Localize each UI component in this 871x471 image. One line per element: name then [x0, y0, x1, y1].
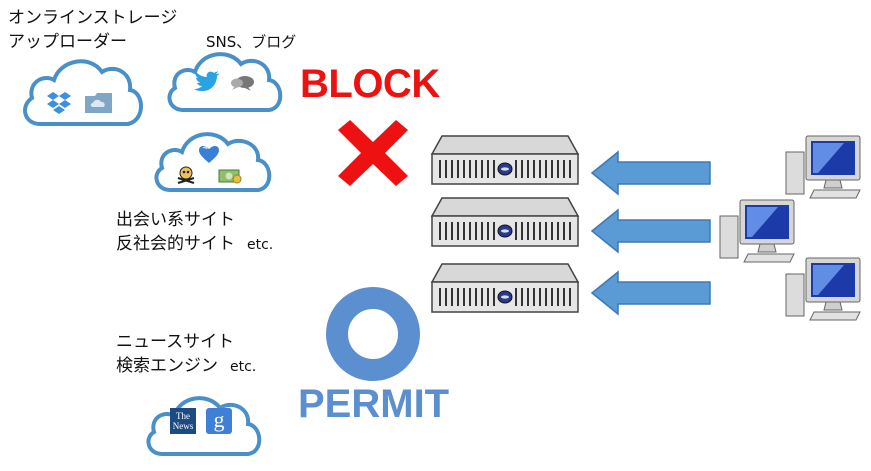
- news-label-line1: ニュースサイト: [116, 332, 235, 352]
- permit-label: PERMIT: [298, 382, 449, 427]
- dating-etc: etc.: [247, 237, 274, 253]
- permit-circle-icon: [326, 286, 420, 382]
- heart-icon: [198, 144, 220, 164]
- permit-label-text: PERMIT: [298, 382, 450, 426]
- news-logo-line2: News: [172, 421, 194, 431]
- block-cross-icon: [334, 120, 412, 186]
- cloud-folder-icon: [84, 92, 114, 114]
- computer-3: [784, 256, 864, 324]
- storage-label-line1: オンラインストレージ: [8, 8, 178, 28]
- money-icon: [218, 168, 242, 184]
- news-logo-icon: The News: [170, 408, 196, 434]
- block-label-text: BLOCK: [300, 62, 440, 106]
- news-label-line2: 検索エンジン: [116, 356, 218, 376]
- news-etc: etc.: [230, 359, 257, 375]
- dating-label: 出会い系サイト 反社会的サイト etc.: [116, 208, 273, 257]
- dating-label-line2: 反社会的サイト: [116, 234, 235, 254]
- chat-bubbles-icon: [229, 74, 255, 92]
- arrow-left-3: [590, 270, 712, 316]
- cloud-sns: [163, 44, 287, 116]
- computer-1: [784, 134, 864, 202]
- dropbox-icon: [46, 90, 72, 114]
- cloud-news: The News g: [142, 388, 266, 460]
- cloud-dating: [150, 124, 276, 196]
- server-2: [430, 196, 580, 248]
- server-3: [430, 262, 580, 314]
- sns-label: SNS、ブログ: [206, 30, 296, 54]
- block-label: BLOCK: [300, 62, 440, 107]
- computer-2: [718, 198, 798, 266]
- sns-label-text: SNS、ブログ: [206, 33, 297, 51]
- dating-label-line1: 出会い系サイト: [116, 210, 235, 230]
- twitter-icon: [193, 70, 221, 92]
- google-logo-letter: g: [213, 407, 225, 432]
- arrow-left-2: [590, 208, 712, 254]
- arrow-left-1: [590, 150, 712, 196]
- server-1: [430, 134, 580, 186]
- google-icon: g: [206, 408, 232, 434]
- storage-label: オンラインストレージ アップローダー: [8, 6, 177, 54]
- storage-label-line2: アップローダー: [8, 32, 127, 52]
- news-logo-line1: The: [176, 411, 190, 421]
- cloud-storage: [18, 48, 148, 130]
- news-label: ニュースサイト 検索エンジン etc.: [116, 330, 256, 379]
- skull-icon: [176, 166, 196, 184]
